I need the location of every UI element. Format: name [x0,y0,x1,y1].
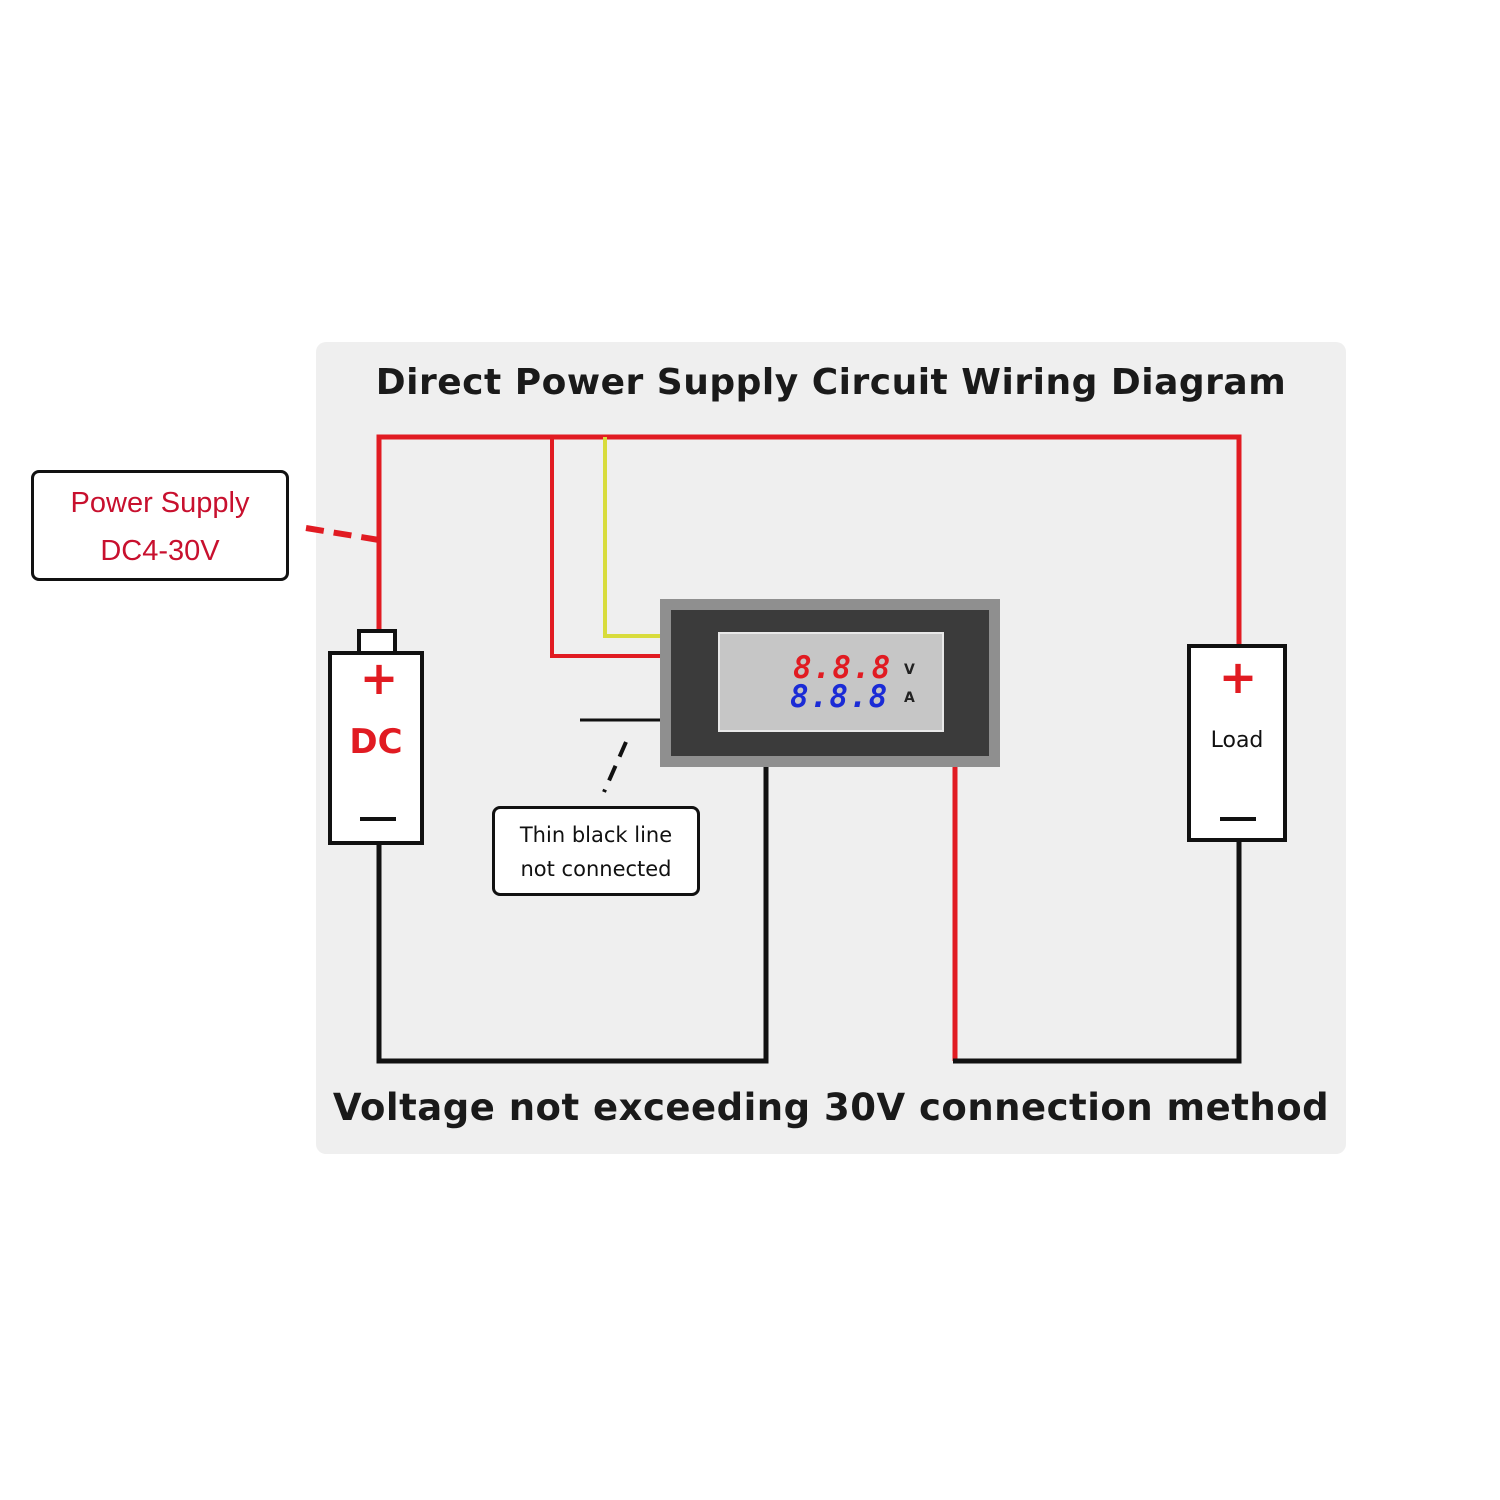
note-pointer-dashes [602,741,628,793]
voltage-unit: V [904,662,915,678]
diagram-footer: Voltage not exceeding 30V connection met… [332,1086,1330,1129]
power-supply-label: Power Supply [70,487,250,519]
negative-return-wire [376,765,769,1064]
meter-power-red-wire [550,437,662,658]
battery-minus-sign [360,817,396,821]
note-line-1: Thin black line [519,823,673,847]
battery-plus-sign: + [359,651,399,705]
load-minus-sign [1220,817,1256,821]
load [1187,644,1287,842]
load-label: Load [1210,728,1264,753]
power-supply-range: DC4-30V [100,535,220,567]
voltage-display: 8.8.8 [793,650,892,686]
thin-line-note: Thin black line not connected [492,806,700,896]
battery-terminal-cap [357,629,397,653]
note-line-2: not connected [520,857,672,881]
current-display: 8.8.8 [790,679,889,715]
battery [328,651,424,845]
load-negative-wire [953,840,1242,1064]
load-plus-sign: + [1218,650,1258,704]
power-supply-callout: Power Supply DC4-30V [31,470,289,581]
diagram-title: Direct Power Supply Circuit Wiring Diagr… [375,362,1287,403]
current-unit: A [904,690,915,706]
positive-bus-wire [376,434,1242,646]
battery-label: DC [349,722,403,762]
meter-screen [718,632,944,732]
meter-sense-yellow-wire [603,437,662,638]
power-supply-pointer [305,525,380,543]
